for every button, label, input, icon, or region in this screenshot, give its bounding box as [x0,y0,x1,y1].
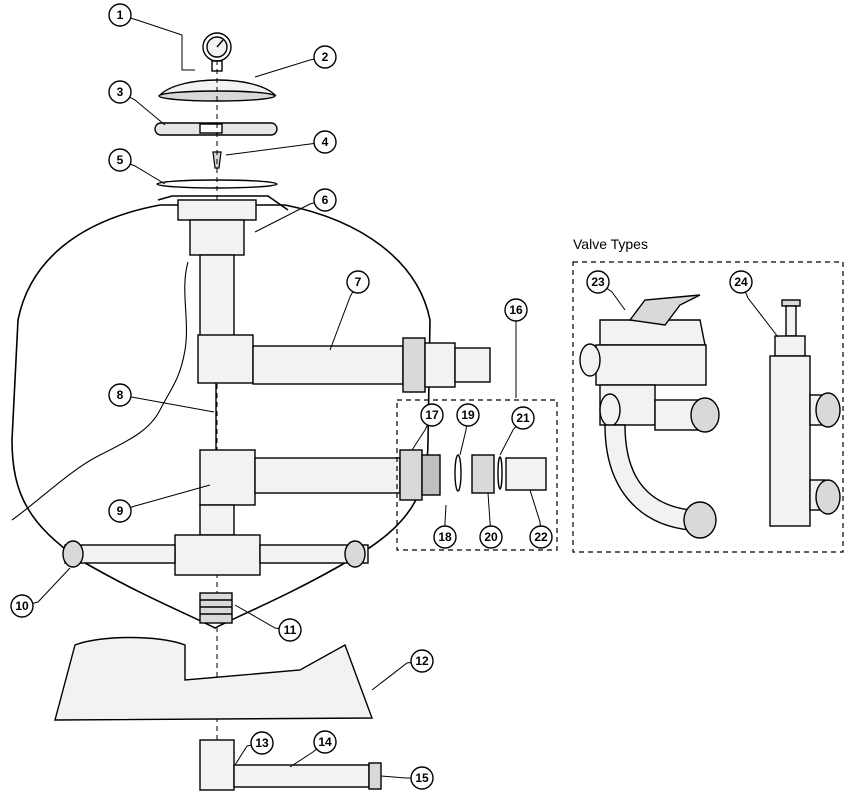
callout-circle [479,525,503,549]
callout-12: 12 [410,649,434,673]
callout-6: 6 [313,188,337,212]
callout-circle [313,730,337,754]
tank-base [54,636,374,721]
callout-20: 20 [479,525,503,549]
callout-circle [729,270,753,294]
callout-22: 22 [529,525,553,549]
callout-number: 5 [117,153,124,167]
drain-elbow-assembly [199,739,382,791]
callout-24: 24 [729,270,753,294]
callout-circle [346,270,370,294]
callout-circle [313,130,337,154]
callout-number: 15 [415,771,429,785]
callout-number: 18 [438,530,452,544]
callout-circle [511,406,535,430]
callout-number: 7 [355,275,362,289]
pressure-gauge [202,32,232,72]
callout-number: 14 [318,735,332,749]
callout-8: 8 [108,383,132,407]
callout-circle [278,618,302,642]
callout-2: 2 [313,45,337,69]
callout-number: 13 [255,736,269,750]
callout-18: 18 [433,525,457,549]
callout-number: 20 [484,530,498,544]
callout-21: 21 [511,406,535,430]
callout-circle [313,188,337,212]
callout-circle [108,499,132,523]
callout-circle [586,270,610,294]
callout-circle [250,731,274,755]
callout-13: 13 [250,731,274,755]
callout-number: 21 [516,411,530,425]
callout-circle [108,383,132,407]
drain-fitting [199,592,233,624]
callout-11: 11 [278,618,302,642]
callout-7: 7 [346,270,370,294]
callout-circle [108,80,132,104]
callout-14: 14 [313,730,337,754]
callout-number: 9 [117,504,124,518]
callout-number: 8 [117,388,124,402]
callout-19: 19 [456,403,480,427]
callout-number: 6 [322,193,329,207]
callout-circle [504,298,528,322]
callout-number: 24 [734,275,748,289]
slide-valve [769,299,841,527]
lower-pipe-assembly [199,449,441,536]
valve-types-box [572,261,844,553]
callout-3: 3 [108,80,132,104]
callout-circle [456,403,480,427]
leader-line-1 [119,14,195,71]
diffuser-assembly [177,199,257,256]
callout-number: 23 [591,275,605,289]
valve-types-title: Valve Types [573,236,648,252]
callout-circle [410,766,434,790]
callout-circle [410,649,434,673]
callout-circle [108,3,132,27]
callout-number: 16 [509,303,523,317]
callout-circle [313,45,337,69]
lateral-hub-assembly [62,534,369,576]
callout-number: 11 [284,623,297,637]
lid-ring [154,122,278,136]
callout-number: 2 [322,50,329,64]
leader-line-9 [119,484,211,512]
upper-pipe-assembly [197,254,491,393]
callout-number: 12 [415,654,429,668]
callout-number: 17 [425,408,439,422]
callout-23: 23 [586,270,610,294]
callout-1: 1 [108,3,132,27]
multiport-valve [579,294,720,539]
callout-circle [108,148,132,172]
callout-number: 1 [117,8,124,22]
union-kit-box [396,399,558,551]
callout-circle [433,525,457,549]
callout-16: 16 [504,298,528,322]
callout-number: 22 [534,530,548,544]
leader-line-4 [225,141,326,156]
callout-9: 9 [108,499,132,523]
callout-5: 5 [108,148,132,172]
callout-circle [10,594,34,618]
callout-17: 17 [420,403,444,427]
callout-number: 10 [15,599,29,613]
callout-number: 19 [461,408,475,422]
callout-number: 4 [322,135,329,149]
union-kit-parts [454,454,547,494]
callout-10: 10 [10,594,34,618]
callout-number: 3 [117,85,124,99]
callout-circle [529,525,553,549]
callout-15: 15 [410,766,434,790]
callout-circle [420,403,444,427]
callout-4: 4 [313,130,337,154]
